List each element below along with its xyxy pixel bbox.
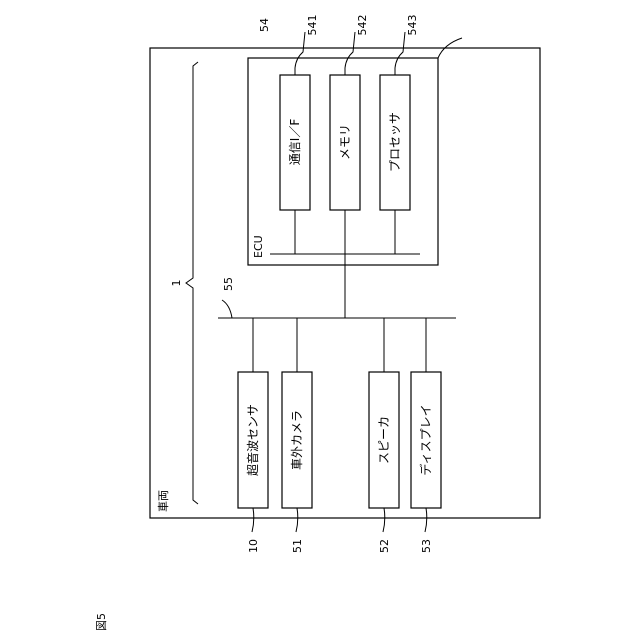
device-exterior-camera-label: 車外カメラ bbox=[290, 410, 304, 470]
module-memory-ref: 542 bbox=[356, 15, 369, 36]
device-speaker-ref: 52 bbox=[378, 539, 391, 553]
device-display-label: ディスプレイ bbox=[418, 404, 433, 475]
module-memory-label: メモリ bbox=[338, 124, 352, 160]
ecu-label: ECU bbox=[252, 235, 265, 258]
module-comm-if-label: 通信I／F bbox=[288, 119, 302, 166]
vehicle-ref: 1 bbox=[170, 280, 183, 287]
module-processor-label: プロセッサ bbox=[388, 112, 402, 172]
device-display-ref: 53 bbox=[420, 539, 433, 553]
figure-label: 図5 bbox=[95, 613, 108, 631]
device-ultrasonic-ref: 10 bbox=[247, 539, 260, 553]
module-processor-ref: 543 bbox=[406, 15, 419, 36]
main-bus-ref: 55 bbox=[222, 277, 235, 291]
device-ultrasonic-sensor-label: 超音波センサ bbox=[245, 404, 260, 476]
ecu-ref: 54 bbox=[258, 18, 271, 32]
module-comm-if-ref: 541 bbox=[306, 15, 319, 36]
device-camera-ref: 51 bbox=[291, 539, 304, 553]
device-speaker-label: スピーカ bbox=[377, 416, 391, 464]
vehicle-label: 車両 bbox=[156, 490, 170, 512]
